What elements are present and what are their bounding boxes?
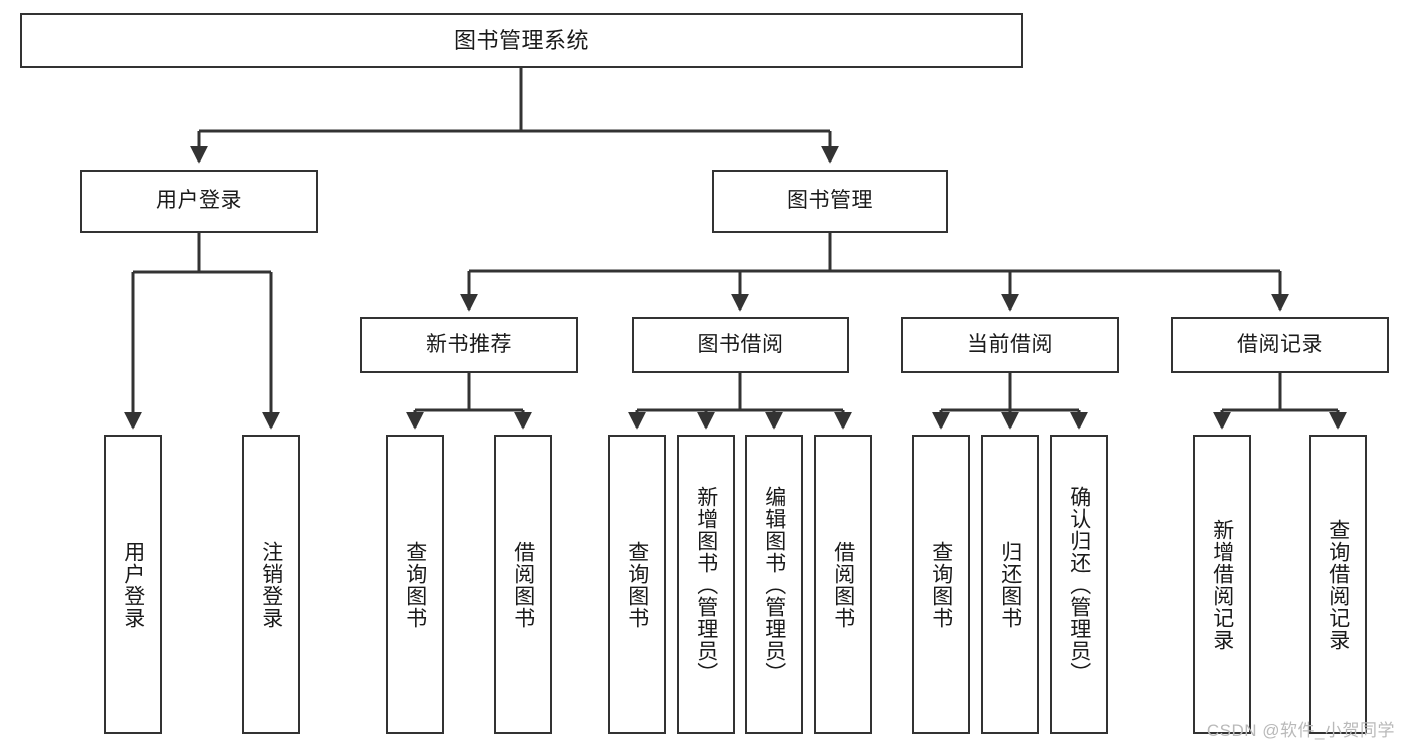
leaf-edit-book-admin[interactable]: 编辑图书（管理员） [745, 435, 803, 734]
node-label: 借阅记录 [1237, 332, 1323, 356]
node-borrowing-record[interactable]: 借阅记录 [1171, 317, 1389, 373]
node-label: 新书推荐 [426, 332, 512, 356]
node-label: 用户登录 [156, 189, 242, 213]
node-label: 用户登录 [121, 540, 145, 629]
node-book-borrowing[interactable]: 图书借阅 [632, 317, 849, 373]
node-label: 编辑图书（管理员） [762, 485, 786, 684]
node-label: 借阅图书 [831, 540, 855, 629]
leaf-confirm-return-admin[interactable]: 确认归还（管理员） [1050, 435, 1108, 734]
node-book-management-system[interactable]: 图书管理系统 [20, 13, 1023, 68]
node-label: 新增图书（管理员） [694, 485, 718, 684]
leaf-query-books-recommendation[interactable]: 查询图书 [386, 435, 444, 734]
csdn-watermark: CSDN @软件_小贺同学 [1206, 721, 1395, 740]
leaf-add-book-admin[interactable]: 新增图书（管理员） [677, 435, 735, 734]
node-label: 归还图书 [998, 540, 1022, 629]
node-user-login[interactable]: 用户登录 [80, 170, 318, 233]
node-label: 当前借阅 [967, 332, 1053, 356]
leaf-query-books-current[interactable]: 查询图书 [912, 435, 970, 734]
leaf-query-borrowing-record[interactable]: 查询借阅记录 [1309, 435, 1367, 734]
node-current-borrowing[interactable]: 当前借阅 [901, 317, 1119, 373]
leaf-add-borrowing-record[interactable]: 新增借阅记录 [1193, 435, 1251, 734]
node-label: 图书管理 [787, 189, 873, 213]
node-label: 查询借阅记录 [1326, 518, 1350, 651]
node-label: 借阅图书 [511, 540, 535, 629]
node-new-book-recommendation[interactable]: 新书推荐 [360, 317, 578, 373]
node-label: 注销登录 [259, 540, 283, 629]
node-book-management[interactable]: 图书管理 [712, 170, 948, 233]
node-label: 新增借阅记录 [1210, 518, 1234, 651]
node-label: 图书借阅 [697, 332, 784, 356]
leaf-user-login[interactable]: 用户登录 [104, 435, 162, 734]
leaf-query-books-borrowing[interactable]: 查询图书 [608, 435, 666, 734]
leaf-borrow-books-recommendation[interactable]: 借阅图书 [494, 435, 552, 734]
node-label: 查询图书 [929, 540, 953, 629]
node-label: 查询图书 [625, 540, 649, 629]
leaf-borrow-books-borrowing[interactable]: 借阅图书 [814, 435, 872, 734]
leaf-logout[interactable]: 注销登录 [242, 435, 300, 734]
node-label: 确认归还（管理员） [1067, 485, 1091, 684]
node-label: 查询图书 [403, 540, 427, 629]
node-label: 图书管理系统 [453, 27, 589, 53]
leaf-return-books[interactable]: 归还图书 [981, 435, 1039, 734]
